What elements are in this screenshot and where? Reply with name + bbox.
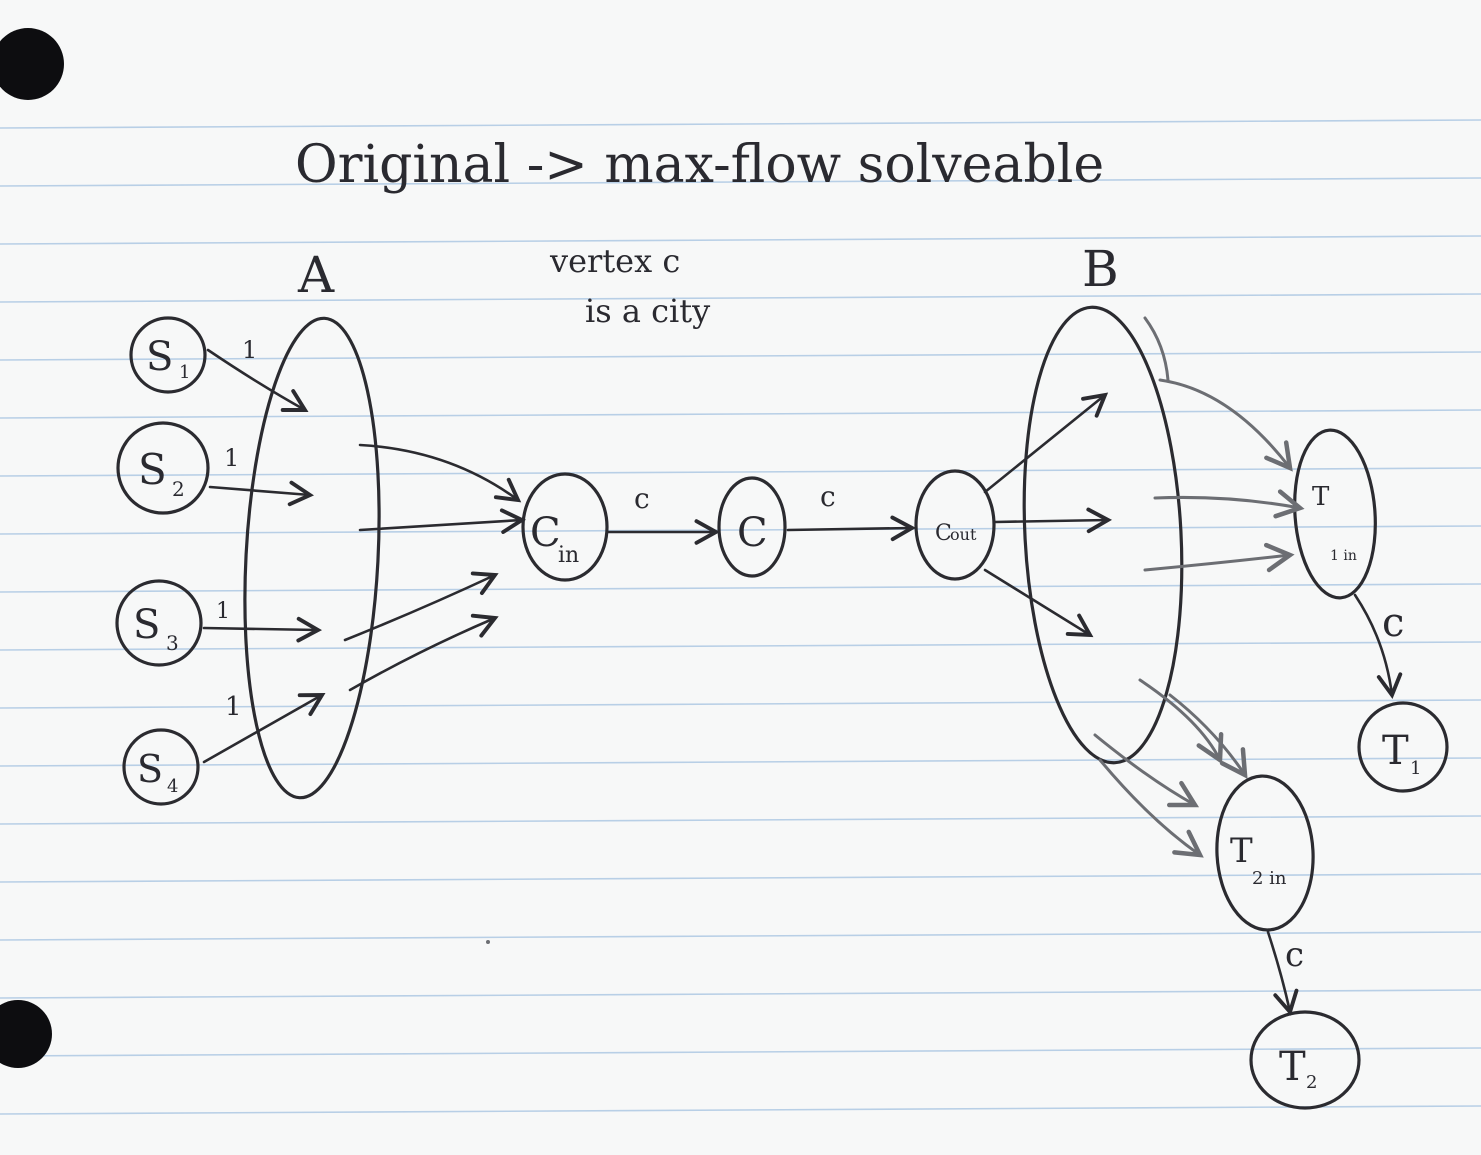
edge-a-cin-3 — [343, 571, 499, 642]
page-title: Original -> max-flow solveable — [295, 135, 1104, 195]
svg-text:S: S — [137, 747, 163, 791]
svg-text:T: T — [1382, 728, 1409, 774]
edge-a-cin-1 — [358, 443, 522, 503]
edge-s4-a — [202, 693, 326, 764]
node-t2-in: T 2 in — [1215, 774, 1315, 932]
edge-a-cin-2 — [358, 508, 527, 534]
capacity-s1: 1 — [242, 336, 257, 364]
svg-text:C: C — [530, 510, 561, 556]
set-b-ellipse — [1022, 305, 1184, 765]
edge-t2in-t2 — [1266, 930, 1299, 1016]
set-a-label: A — [297, 246, 335, 304]
set-a-ellipse — [243, 316, 381, 800]
edge-t1in-t1 — [1353, 593, 1403, 699]
binder-hole-bottom — [0, 1000, 52, 1068]
svg-text:1 in: 1 in — [1330, 548, 1357, 564]
binder-hole-top — [0, 28, 64, 100]
svg-text:2: 2 — [1306, 1072, 1317, 1093]
edge-a-cin-4 — [348, 613, 499, 692]
source-node-s4: S 4 — [122, 728, 200, 806]
ruled-lines — [0, 119, 1481, 1115]
note-line-2: is a city — [585, 292, 710, 330]
node-c-out: C out — [914, 469, 996, 581]
edge-c-cout — [786, 515, 917, 542]
svg-text:S: S — [138, 445, 167, 494]
edge-b-t1in-4 — [1143, 542, 1295, 573]
source-node-s1: S 1 — [129, 316, 207, 394]
capacity-s3: 1 — [216, 599, 230, 624]
svg-text:3: 3 — [166, 631, 179, 655]
edge-cout-b-3 — [983, 568, 1094, 638]
node-t2: T 2 — [1249, 1010, 1361, 1110]
svg-text:out: out — [950, 525, 977, 544]
capacity-cin-c: c — [634, 482, 650, 515]
node-t1: T 1 — [1357, 701, 1449, 793]
svg-text:T: T — [1230, 831, 1253, 871]
svg-text:2 in: 2 in — [1252, 868, 1287, 889]
svg-text:1: 1 — [1410, 758, 1421, 779]
edge-s3-a — [202, 616, 323, 643]
svg-text:C: C — [935, 521, 952, 546]
svg-text:S: S — [146, 334, 173, 380]
edge-b-t1in-3 — [1153, 489, 1305, 519]
capacity-t1: c — [1382, 600, 1404, 646]
node-t1-in: T 1 in — [1293, 428, 1377, 600]
svg-text:T: T — [1312, 482, 1330, 512]
capacity-t2: c — [1285, 935, 1304, 975]
edge-b-t2in-2 — [1098, 758, 1204, 858]
capacity-c-cout: c — [820, 480, 836, 513]
edge-b-t1in-1 — [1143, 316, 1170, 382]
source-node-s3: S 3 — [115, 579, 203, 667]
svg-text:in: in — [558, 543, 579, 568]
edge-b-t2in-4 — [1168, 693, 1248, 779]
edge-b-t2in-3 — [1138, 678, 1224, 765]
edge-cout-b-2 — [993, 507, 1113, 534]
note-line-1: vertex c — [549, 242, 680, 280]
svg-text:S: S — [133, 602, 160, 648]
edge-b-t1in-2 — [1158, 378, 1293, 472]
capacity-s4: 1 — [225, 692, 242, 722]
capacity-s2: 1 — [224, 444, 239, 472]
node-c: C — [717, 476, 787, 578]
set-b-label: B — [1082, 240, 1119, 298]
pencil-dot — [486, 940, 490, 944]
node-c-in: C in — [521, 472, 609, 582]
svg-text:C: C — [737, 510, 768, 556]
svg-text:1: 1 — [179, 362, 190, 383]
edge-s2-a — [208, 480, 315, 507]
svg-text:2: 2 — [172, 477, 185, 501]
edge-s1-a — [206, 348, 309, 412]
source-node-s2: S 2 — [116, 421, 210, 515]
edge-cout-b-1 — [983, 392, 1109, 494]
svg-text:4: 4 — [167, 776, 178, 797]
svg-text:T: T — [1279, 1044, 1306, 1090]
edge-b-t2in-1 — [1093, 733, 1200, 808]
